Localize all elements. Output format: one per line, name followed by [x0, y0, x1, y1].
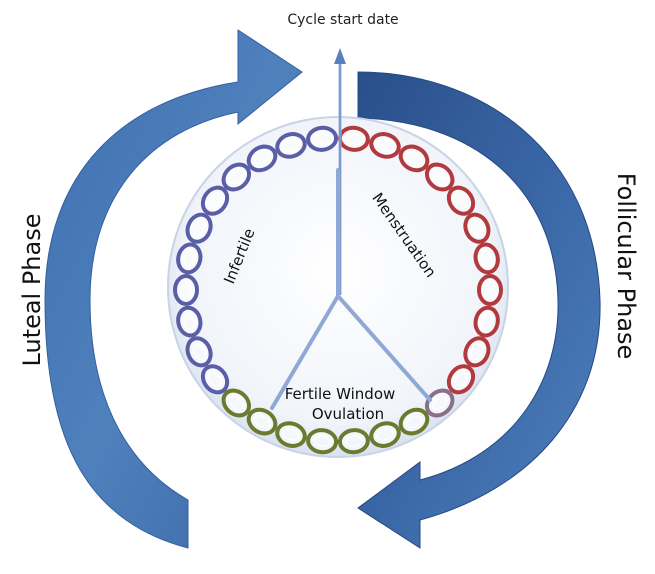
chain-link-highlight [376, 428, 394, 441]
chain-link-highlight [180, 281, 192, 299]
chain-link [173, 274, 199, 306]
chain-link-highlight [282, 428, 300, 441]
chain-link-highlight [183, 249, 196, 268]
chain-link-highlight [208, 192, 222, 209]
chain-link-highlight [405, 414, 423, 429]
chain-link [398, 144, 430, 173]
chain-link [246, 144, 278, 173]
chain-link-highlight [253, 151, 271, 166]
chain-link-highlight [313, 133, 331, 145]
segment-dividers [270, 168, 432, 410]
chain-link [369, 421, 401, 448]
chain-link-highlight [376, 139, 394, 152]
chain-link-highlight [345, 133, 363, 145]
chain-link [463, 336, 491, 368]
chain-link-highlight [228, 169, 244, 185]
chain-link-highlight [313, 435, 331, 447]
chain-link [424, 162, 455, 192]
chain-link-highlight [470, 343, 484, 361]
chain-ring-icon [173, 125, 503, 455]
follicular-arrow [357, 71, 601, 549]
chain-link-highlight [480, 249, 493, 268]
chain-link [200, 185, 230, 216]
chain-link [275, 421, 307, 448]
chain-link-highlight [432, 169, 448, 185]
chain-link [246, 407, 278, 436]
cycle-start-label: Cycle start date [287, 12, 398, 28]
chain-link-highlight [480, 312, 493, 331]
chain-link-highlight [405, 151, 423, 166]
chain-link-highlight [282, 139, 300, 152]
chain-link [463, 212, 491, 244]
follicular-phase-label: Follicular Phase [612, 173, 640, 360]
chain-link [446, 364, 476, 395]
chain-link [185, 336, 213, 368]
chain-link-highlight [183, 312, 196, 331]
chain-link [477, 274, 503, 306]
chain-link-highlight [345, 435, 363, 447]
chain-link [306, 125, 339, 152]
chain-link [337, 125, 370, 152]
chain-link [306, 428, 339, 455]
chain-link-highlight [484, 281, 496, 299]
chain-link [398, 407, 430, 436]
chain-link [185, 212, 213, 244]
luteal-arrow [44, 29, 303, 549]
chain-link-highlight [432, 395, 448, 411]
ovulation-label: Ovulation [312, 405, 384, 423]
chain-link [369, 132, 401, 159]
chain-link [473, 242, 500, 275]
chain-link [446, 185, 476, 216]
chain-link [176, 242, 203, 275]
chain-link-highlight [192, 343, 206, 361]
chain-link [221, 162, 252, 192]
chain-link [473, 305, 500, 338]
chain-link-highlight [470, 219, 484, 237]
fertile-window-label: Fertile Window [285, 385, 396, 403]
chain-link [275, 132, 307, 159]
chain-link [337, 428, 370, 455]
chain-link-highlight [454, 192, 468, 209]
chain-link-highlight [228, 395, 244, 411]
chain-link [424, 388, 455, 418]
chain-link-highlight [253, 414, 271, 429]
chain-link [221, 388, 252, 418]
chain-link [200, 364, 230, 395]
luteal-phase-label: Luteal Phase [18, 214, 46, 367]
chain-link-highlight [208, 371, 222, 388]
chain-link-highlight [454, 371, 468, 388]
chain-link-highlight [192, 219, 206, 237]
chain-link [176, 305, 203, 338]
